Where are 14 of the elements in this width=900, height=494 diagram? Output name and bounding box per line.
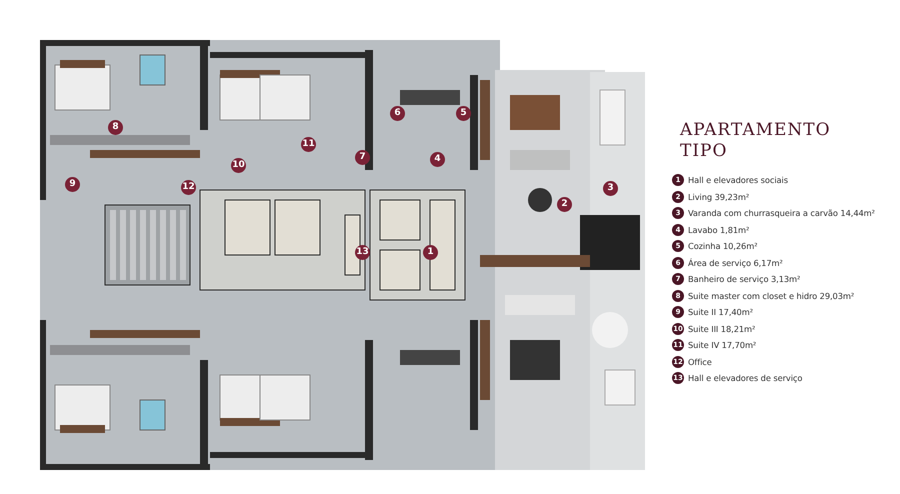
legend-text: Suite II 17,40m² [688, 307, 753, 318]
legend-text: Cozinha 10,26m² [688, 241, 758, 252]
legend-text: Living 39,23m² [688, 192, 750, 202]
legend-text: Área de serviço 6,17m² [688, 258, 783, 268]
legend-text: Varanda com churrasqueira a carvão 14,44m² [688, 208, 875, 218]
legend-text: Suite III 18,21m² [688, 324, 756, 334]
legend-text: Suite master com closet e hidro 29,03m² [688, 290, 854, 301]
legend-text: Banheiro de serviço 3,13m² [688, 274, 800, 284]
legend-text: Suite IV 17,70m² [688, 340, 756, 350]
title: APARTAMENTO TIPO [680, 120, 832, 162]
legend-text: Lavabo 1,81m² [688, 224, 750, 235]
legend-text: Office [688, 356, 712, 367]
legend-text: Hall e elevadores sociais [688, 175, 788, 186]
legend-text: Hall e elevadores de serviço [688, 373, 802, 384]
